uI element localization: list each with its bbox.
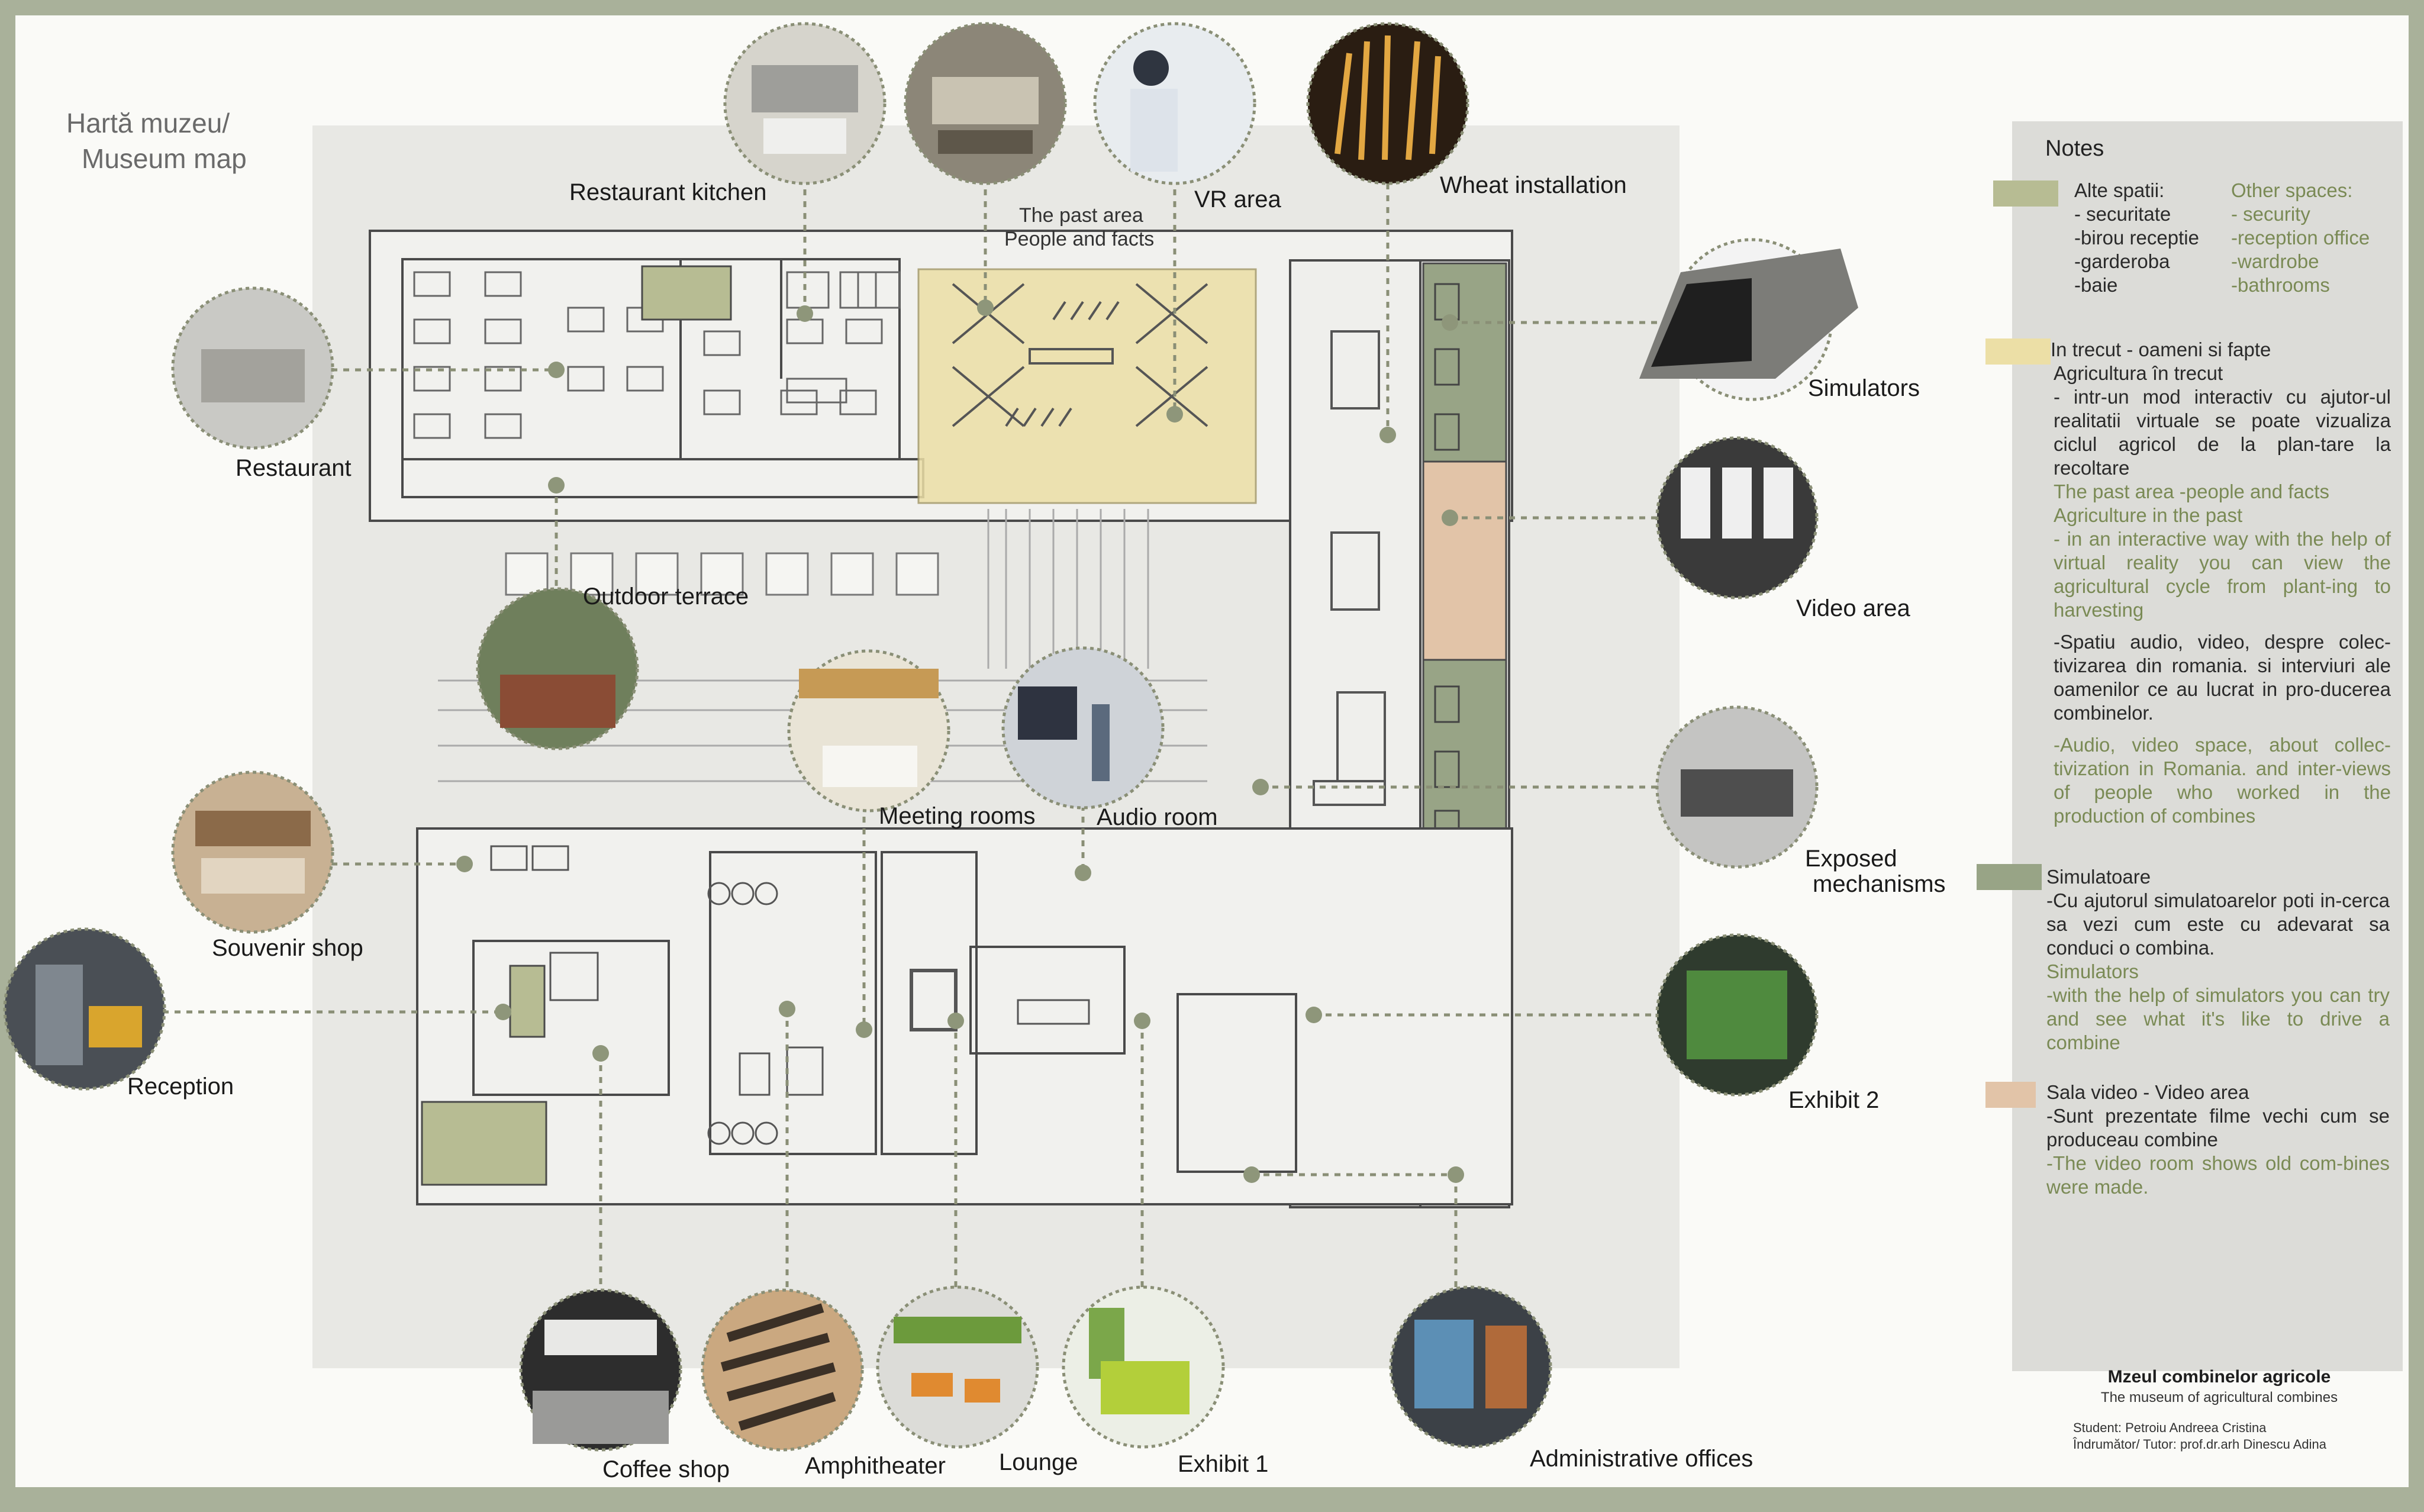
notes-heading: Notes bbox=[2045, 136, 2104, 161]
other-spaces-en-1: - security bbox=[2231, 203, 2310, 225]
past-notes: Agricultura în trecut - intr-un mod inte… bbox=[2054, 362, 2391, 828]
past-en-title: The past area -people and facts bbox=[2054, 481, 2329, 502]
label-administrative-offices: Administrative offices bbox=[1530, 1446, 1753, 1472]
label-wheat-installation: Wheat installation bbox=[1440, 172, 1627, 198]
simulators-zone bbox=[1422, 262, 1507, 463]
video-area-zone bbox=[1422, 460, 1507, 661]
lower-wing bbox=[416, 827, 1513, 1205]
past-area-label-1: The past area bbox=[1019, 204, 1143, 227]
simulators-ro-body: -Cu ajutorul simulatoarelor poti in-cerc… bbox=[2046, 889, 2390, 959]
past-ro-body: - intr-un mod interactiv cu ajutor-ul re… bbox=[2054, 386, 2391, 479]
leader-dots bbox=[456, 299, 1464, 1183]
photo-lounge bbox=[876, 1285, 1039, 1449]
photo-vr-area bbox=[1093, 22, 1256, 185]
other-spaces-ro: Alte spatii: - securitate -birou recepti… bbox=[2074, 179, 2199, 297]
other-spaces-en-4: -bathrooms bbox=[2231, 274, 2330, 296]
past-ro-title: In trecut - oameni si fapte bbox=[2051, 338, 2271, 360]
label-exposed-mechanisms-1: Exposed bbox=[1805, 846, 1897, 872]
photo-outdoor-terrace bbox=[476, 587, 639, 750]
past-area-exhibits bbox=[952, 283, 1208, 427]
label-exhibit-1: Exhibit 1 bbox=[1178, 1451, 1269, 1477]
label-exhibit-2: Exhibit 2 bbox=[1788, 1087, 1880, 1113]
label-restaurant-kitchen: Restaurant kitchen bbox=[569, 179, 767, 205]
student-credit: Student: Petroiu Andreea Cristina bbox=[2073, 1420, 2267, 1435]
past-ro-audio: -Spatiu audio, video, despre colec-tiviz… bbox=[2054, 631, 2391, 724]
outdoor-terrace-tables bbox=[505, 552, 939, 596]
map-title-line2: Museum map bbox=[82, 143, 247, 174]
video-notes: Sala video - Video area -Sunt prezentate… bbox=[2046, 1081, 2390, 1199]
label-meeting-rooms: Meeting rooms bbox=[879, 803, 1036, 829]
label-vr-area: VR area bbox=[1194, 186, 1281, 212]
photo-exhibit-2 bbox=[1655, 933, 1819, 1097]
simulators-notes: Simulatoare -Cu ajutorul simulatoarelor … bbox=[2046, 865, 2390, 1055]
photo-video-area bbox=[1655, 436, 1819, 599]
other-spaces-ro-1: - securitate bbox=[2074, 203, 2171, 225]
label-restaurant: Restaurant bbox=[236, 455, 352, 481]
past-area-zone bbox=[917, 268, 1257, 504]
other-spaces-ro-4: -baie bbox=[2074, 274, 2118, 296]
label-coffee-shop: Coffee shop bbox=[602, 1456, 730, 1482]
other-spaces-en-0: Other spaces: bbox=[2231, 179, 2353, 201]
video-ro-body: -Sunt prezentate filme vechi cum se prod… bbox=[2046, 1105, 2390, 1150]
photo-audio-room bbox=[1001, 646, 1165, 810]
photo-meeting-rooms bbox=[787, 649, 950, 813]
lower-wing-furniture bbox=[490, 845, 1090, 1145]
photo-souvenir-shop bbox=[171, 770, 334, 934]
other-spaces-ro-3: -garderoba bbox=[2074, 250, 2170, 272]
project-title: Mzeul combinelor agricole bbox=[2107, 1367, 2331, 1387]
label-souvenir-shop: Souvenir shop bbox=[212, 935, 363, 961]
label-audio-room: Audio room bbox=[1097, 804, 1218, 830]
label-lounge: Lounge bbox=[999, 1449, 1078, 1475]
photo-wheat-installation bbox=[1306, 22, 1469, 185]
photo-administrative-offices bbox=[1389, 1285, 1552, 1449]
label-exposed-mechanisms-2: mechanisms bbox=[1813, 871, 1946, 897]
map-title: Hartă muzeu/ Museum map bbox=[66, 105, 247, 176]
project-subtitle: The museum of agricultural combines bbox=[2100, 1390, 2338, 1405]
photo-amphitheater bbox=[701, 1288, 864, 1452]
photo-restaurant-kitchen bbox=[723, 22, 887, 185]
swatch-video-area bbox=[1985, 1082, 2036, 1108]
photo-coffee-shop bbox=[519, 1288, 682, 1452]
label-amphitheater: Amphitheater bbox=[805, 1453, 946, 1479]
admin-office-zone bbox=[421, 1101, 547, 1186]
photo-reception bbox=[3, 927, 166, 1091]
video-en-body: -The video room shows old com-bines were… bbox=[2046, 1152, 2390, 1198]
swatch-simulators bbox=[1977, 864, 2042, 890]
photo-past-area bbox=[904, 22, 1067, 185]
photo-simulators bbox=[1639, 238, 1858, 401]
kitchen-service-zone bbox=[641, 265, 732, 321]
photo-exposed-mechanisms bbox=[1655, 705, 1819, 869]
simulators-en-title: Simulators bbox=[2046, 960, 2139, 982]
other-spaces-ro-2: -birou receptie bbox=[2074, 227, 2199, 249]
simulators-en-body: -with the help of simulators you can try… bbox=[2046, 984, 2390, 1053]
title-block: Mzeul combinelor agricole The museum of … bbox=[2036, 1367, 2403, 1406]
past-en-audio: -Audio, video space, about collec-tiviza… bbox=[2054, 734, 2391, 827]
label-video-area: Video area bbox=[1796, 595, 1910, 621]
label-reception: Reception bbox=[127, 1073, 234, 1100]
label-outdoor-terrace: Outdoor terrace bbox=[583, 583, 749, 610]
other-spaces-en-3: -wardrobe bbox=[2231, 250, 2319, 272]
map-title-line1: Hartă muzeu/ bbox=[66, 108, 230, 138]
other-spaces-ro-0: Alte spatii: bbox=[2074, 179, 2165, 201]
past-en-sub: Agriculture in the past bbox=[2054, 504, 2243, 526]
label-simulators: Simulators bbox=[1808, 375, 1920, 401]
past-ro-sub: Agricultura în trecut bbox=[2054, 362, 2223, 384]
tutor-credit: Îndrumător/ Tutor: prof.dr.arh Dinescu A… bbox=[2073, 1437, 2327, 1452]
past-en-body: - in an interactive way with the help of… bbox=[2054, 528, 2391, 621]
simulators-ro-title: Simulatoare bbox=[2046, 866, 2151, 888]
video-title: Sala video - Video area bbox=[2046, 1081, 2249, 1103]
notes-panel bbox=[2012, 121, 2403, 1371]
swatch-past-area bbox=[1985, 338, 2051, 365]
swatch-other-spaces bbox=[1993, 180, 2058, 207]
other-spaces-en: Other spaces: - security -reception offi… bbox=[2231, 179, 2370, 297]
other-spaces-en-2: -reception office bbox=[2231, 227, 2370, 249]
restaurant-tables bbox=[413, 271, 883, 439]
photo-restaurant bbox=[171, 286, 334, 450]
past-area-label-2: People and facts bbox=[1004, 228, 1155, 250]
reception-desk bbox=[509, 965, 546, 1038]
photo-exhibit-1 bbox=[1062, 1285, 1225, 1449]
